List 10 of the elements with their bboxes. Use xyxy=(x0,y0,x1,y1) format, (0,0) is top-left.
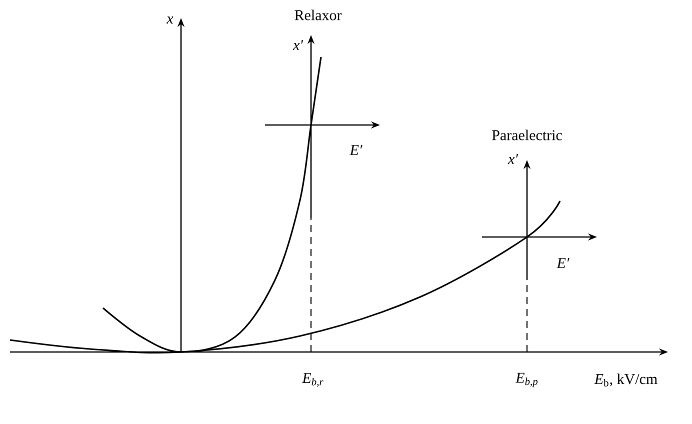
axis-label: x′ xyxy=(508,154,518,164)
tick-label: E$_{b,r}$ xyxy=(302,373,324,387)
axis-label: E′ xyxy=(350,145,362,155)
axis-label: x xyxy=(166,16,174,24)
curve-label: Paraelectric xyxy=(492,130,562,140)
axis-label: x′ xyxy=(292,40,304,50)
curve-label: Relaxor xyxy=(294,10,342,20)
axis-label: E′ xyxy=(556,258,570,268)
tick-label: E$_{b,p}$ xyxy=(515,372,538,388)
axis-label: E$_{b}$, kV/cm xyxy=(594,374,658,386)
